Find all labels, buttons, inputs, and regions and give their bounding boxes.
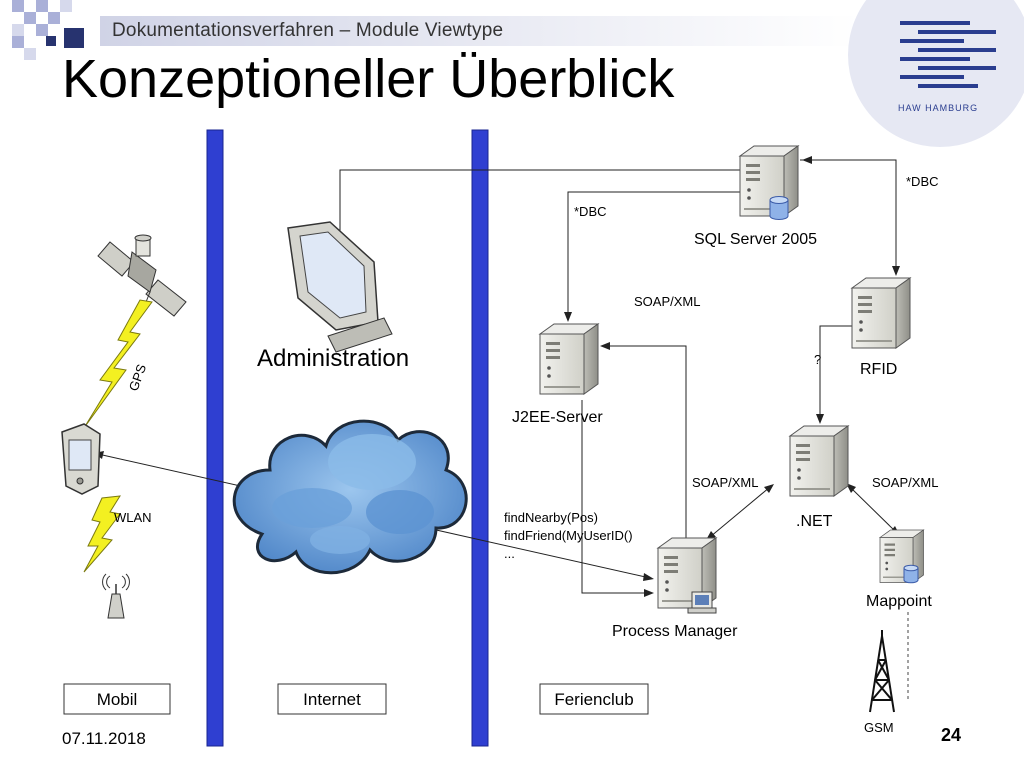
page-number: 24	[941, 725, 962, 745]
zone-label-internet: Internet	[303, 690, 361, 709]
dbc-label-right: *DBC	[906, 174, 939, 189]
method-label-1: findNearby(Pos)	[504, 510, 598, 525]
database-cylinder-icon	[769, 196, 789, 220]
edge-dotnet-mappoint	[849, 486, 897, 533]
cloud-icon	[232, 419, 468, 575]
slide-title: Konzeptioneller Überblick	[62, 49, 675, 109]
footer-date: 07.11.2018	[62, 729, 146, 748]
method-label-3: ...	[504, 546, 515, 561]
gps-lightning-icon	[83, 299, 153, 429]
logo-text: HAW HAMBURG	[898, 103, 978, 113]
divider-mobil-internet	[206, 129, 224, 747]
process-manager-label: Process Manager	[612, 623, 738, 640]
wlan-antenna-icon	[102, 573, 130, 619]
method-label-2: findFriend(MyUserID()	[504, 528, 633, 543]
mappoint-database-icon	[903, 564, 919, 584]
question-label: ?	[814, 352, 821, 367]
connections	[97, 159, 897, 594]
zone-label-mobil: Mobil	[97, 690, 138, 709]
edge-rfid-dotnet	[819, 325, 855, 420]
header-bar	[100, 16, 860, 46]
mappoint-label: Mappoint	[866, 593, 932, 610]
dotnet-server-icon	[789, 425, 849, 497]
dotnet-label: .NET	[796, 513, 833, 530]
zone-box-mobil	[63, 683, 171, 715]
gsm-tower-icon	[869, 630, 895, 713]
zone-box-internet	[277, 683, 387, 715]
workstation-icon	[687, 591, 717, 614]
dbc-label-left: *DBC	[574, 204, 607, 219]
decorative-squares	[12, 0, 84, 60]
edge-sql-rfid	[800, 159, 897, 272]
administration-label: Administration	[257, 345, 409, 372]
gsm-label: GSM	[864, 720, 894, 735]
edge-pm-j2ee-up	[604, 345, 687, 540]
edge-sql-j2ee	[567, 191, 740, 318]
wlan-label: WLAN	[114, 510, 152, 525]
wlan-lightning-icon	[83, 495, 121, 573]
soap-label-right: SOAP/XML	[872, 475, 938, 490]
divider-internet-ferienclub	[471, 129, 489, 747]
rfid-label: RFID	[860, 361, 897, 378]
soap-label-top: SOAP/XML	[634, 294, 700, 309]
edge-dotnet-pm	[709, 486, 771, 538]
pda-icon	[61, 423, 101, 495]
soap-label-left: SOAP/XML	[692, 475, 758, 490]
sql-server-label: SQL Server 2005	[694, 231, 817, 248]
satellite-icon	[97, 234, 187, 317]
j2ee-server-label: J2EE-Server	[512, 409, 603, 426]
j2ee-server-icon	[539, 323, 599, 395]
arrowheads	[94, 156, 900, 597]
edge-admin-sql	[339, 169, 740, 238]
haw-hamburg-logo: HAW HAMBURG	[848, 0, 1024, 147]
monitor-icon	[287, 221, 393, 353]
edge-j2ee-pm-down	[581, 400, 650, 594]
sql-server-icon	[739, 145, 799, 217]
zone-box-ferienclub	[539, 683, 649, 715]
gps-label: GPS	[126, 362, 150, 393]
slide-supertitle: Dokumentationsverfahren – Module Viewtyp…	[112, 20, 504, 41]
rfid-server-icon	[851, 277, 911, 349]
zone-label-ferienclub: Ferienclub	[554, 690, 633, 709]
